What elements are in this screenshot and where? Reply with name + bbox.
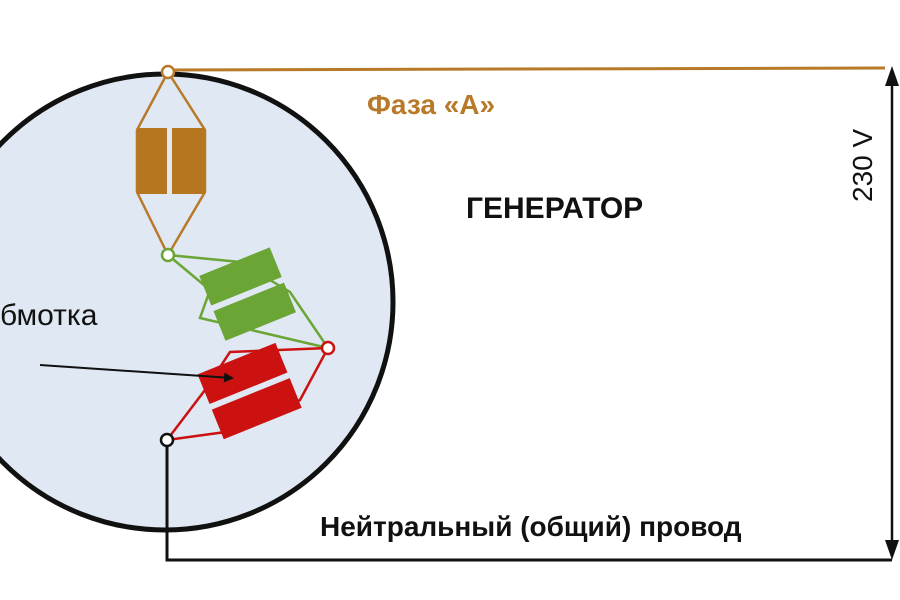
neutral-wire — [165, 440, 892, 562]
winding-arrow — [39, 364, 234, 383]
phase-wire — [167, 66, 886, 72]
terminal-brown-green — [160, 247, 176, 263]
terminal-green-red — [320, 340, 336, 356]
voltage-label: 230 V — [847, 129, 878, 202]
neutral-label: Нейтральный (общий) провод — [320, 511, 742, 542]
coil-red — [166, 342, 330, 442]
coil-brown — [135, 71, 207, 256]
terminal-top — [160, 64, 176, 80]
coil-green — [167, 247, 330, 350]
phase-label: Фаза «А» — [367, 89, 495, 120]
voltage-arrow-bottom — [885, 540, 899, 560]
winding-label: бмотка — [0, 299, 98, 332]
terminal-neutral — [159, 432, 175, 448]
generator-label: ГЕНЕРАТОР — [466, 192, 643, 225]
voltage-arrow-top — [885, 66, 899, 86]
